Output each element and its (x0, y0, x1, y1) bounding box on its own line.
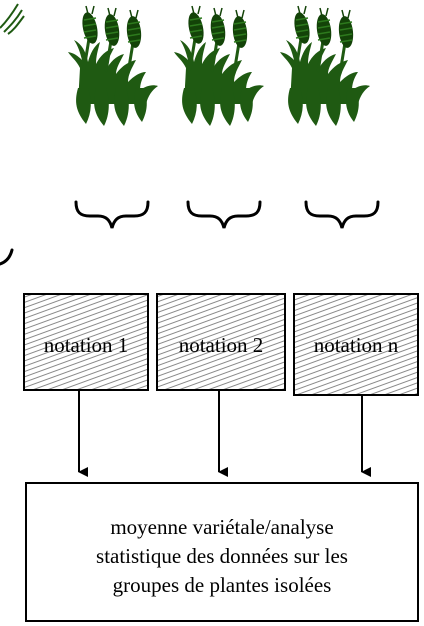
notation-box-1: notation 1 (23, 293, 149, 391)
plant-group-3 (278, 4, 372, 128)
brace-icon-3 (304, 200, 380, 230)
leaf-fragment-icon (0, 3, 25, 35)
brace-icon-2 (186, 200, 262, 230)
result-line-1: moyenne variétale/analyse (110, 515, 333, 539)
notation-label-2: notation 2 (179, 333, 264, 357)
left-curve-fragment (0, 248, 14, 266)
brace-icon-1 (74, 200, 150, 230)
result-line-3: groupes de plantes isolées (113, 573, 332, 597)
notation-box-n: notation n (293, 293, 419, 396)
result-box: moyenne variétale/analyse statistique de… (25, 482, 419, 622)
notation-label-1: notation 1 (44, 333, 129, 357)
notation-box-2: notation 2 (156, 293, 286, 391)
plant-group-2 (172, 4, 266, 128)
result-line-2: statistique des données sur les (96, 544, 348, 568)
plant-group-1 (66, 4, 160, 128)
notation-label-n: notation n (314, 333, 399, 357)
